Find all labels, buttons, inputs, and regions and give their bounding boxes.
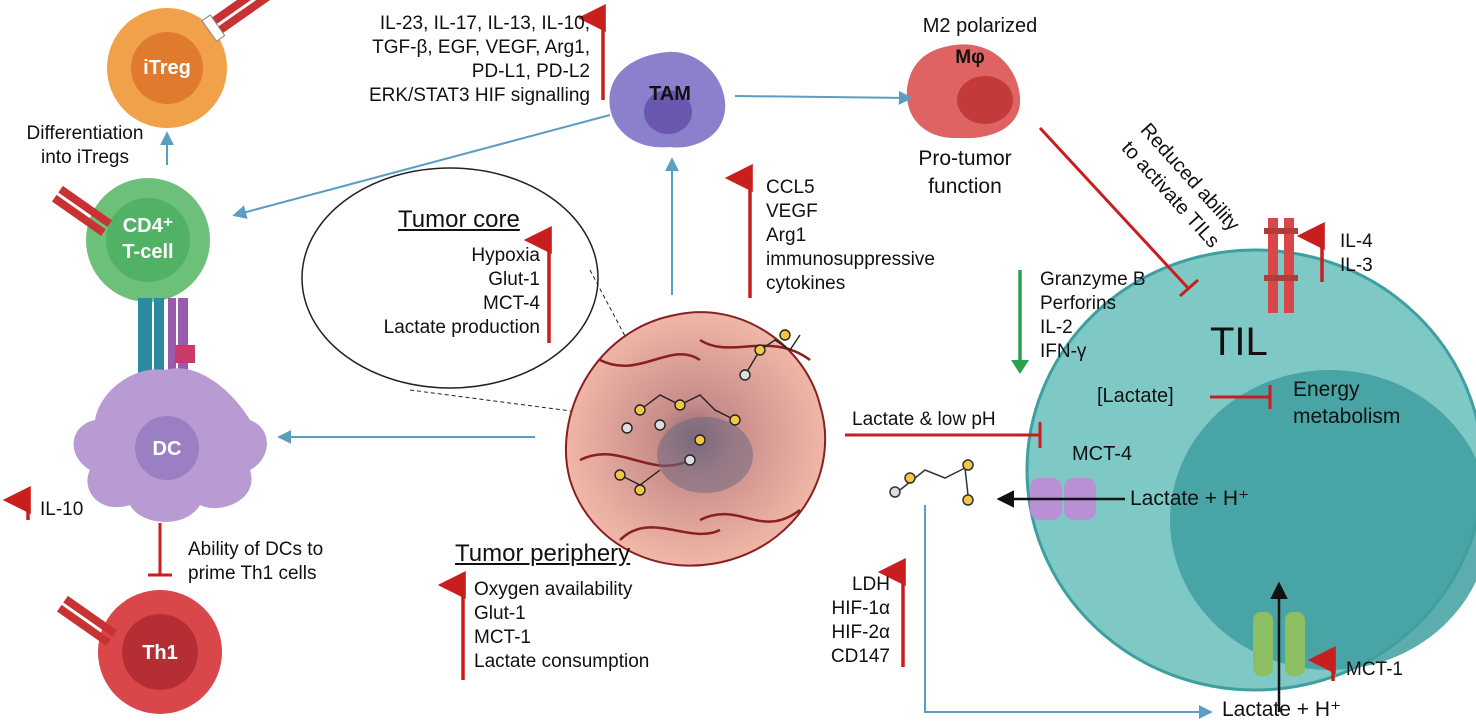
tumor-periphery-title: Tumor periphery	[455, 540, 631, 567]
effector-down: IFN-γ	[1040, 341, 1087, 362]
secreted-item: CCL5	[766, 177, 815, 198]
cd4-cell	[51, 178, 210, 302]
tumor-periphery-item: Lactate consumption	[474, 651, 650, 672]
pro-tumor-text: Pro-tumor function	[890, 145, 1040, 201]
cd4-label-line1: CD4⁺	[122, 215, 174, 237]
til-cytokines-up: IL-4 IL-3	[1340, 230, 1373, 278]
cytokine-up: IL-3	[1340, 255, 1373, 276]
cytokine-up: IL-4	[1340, 231, 1373, 252]
mct1-label: MCT-1	[1346, 659, 1403, 680]
cd4-label-line2: T-cell	[122, 241, 174, 263]
pro-tumor-line: Pro-tumor	[918, 147, 1012, 170]
energy-line: metabolism	[1293, 405, 1401, 428]
lactate-inhibit: [Lactate]	[1097, 385, 1174, 407]
tumor-core-callout	[301, 167, 599, 389]
dc-cell	[73, 368, 267, 522]
til-receptor	[1264, 218, 1298, 313]
tam-factor: ERK/STAT3 HIF signalling	[368, 85, 590, 106]
m2-label: Mφ	[955, 47, 985, 68]
lactate-h-in: Lactate + H⁺	[1130, 487, 1250, 510]
tumor-periphery-item: Glut-1	[474, 603, 526, 624]
blue-arrows	[160, 90, 1213, 719]
th1-label: Th1	[142, 642, 178, 664]
tam-label: TAM	[649, 83, 691, 105]
til-cell	[1025, 248, 1476, 692]
inhibition-lines	[148, 126, 1272, 577]
mct4-label: MCT-4	[1072, 443, 1132, 465]
dc-prime-text: Ability of DCs to prime Th1 cells	[188, 538, 323, 586]
tam-factors: IL-23, IL-17, IL-13, IL-10, TGF-β, EGF, …	[310, 12, 590, 108]
tumor-secreted: CCL5 VEGF Arg1 immunosuppressive cytokin…	[766, 176, 935, 296]
tumor-periphery-item: MCT-1	[474, 627, 531, 648]
tam-cell	[609, 51, 726, 148]
dc-label: DC	[152, 438, 182, 460]
m2-cell	[906, 44, 1021, 139]
tam-factor: IL-23, IL-17, IL-13, IL-10,	[379, 13, 590, 34]
effector-down: Perforins	[1040, 293, 1117, 314]
lactate-molecule	[889, 459, 974, 506]
tumor-periphery-list: Oxygen availability Glut-1 MCT-1 Lactate…	[474, 578, 649, 674]
m2-title: M2 polarized	[922, 15, 1038, 37]
enzyme: HIF-2α	[831, 622, 890, 643]
mct1-transporter	[1253, 612, 1305, 676]
secreted-item: cytokines	[766, 273, 846, 294]
tam-factor: PD-L1, PD-L2	[471, 61, 590, 82]
pro-tumor-line: function	[928, 175, 1002, 198]
tumor-enzymes: LDH HIF-1α HIF-2α CD147	[790, 573, 890, 669]
secreted-item: immunosuppressive	[766, 249, 935, 270]
differentiation-line: into iTregs	[41, 147, 129, 168]
itreg-label: iTreg	[143, 57, 191, 79]
th1-cell	[56, 590, 222, 714]
effector-down: Granzyme B	[1040, 269, 1146, 290]
energy-metabolism: Energy metabolism	[1293, 376, 1400, 430]
energy-line: Energy	[1293, 378, 1360, 401]
secreted-item: VEGF	[766, 201, 818, 222]
tumor-core-item: Glut-1	[488, 269, 540, 290]
tumor-periphery-item: Oxygen availability	[474, 579, 633, 600]
secreted-item: Arg1	[766, 225, 807, 246]
dc-prime-line: prime Th1 cells	[188, 563, 317, 584]
itreg-cell	[107, 0, 276, 128]
til-label: TIL	[1210, 320, 1268, 364]
dc-il10: IL-10	[40, 499, 84, 520]
tumor-lactate-molecules	[614, 329, 801, 496]
enzyme: LDH	[851, 574, 890, 595]
cd4-label: CD4⁺ T-cell	[98, 213, 198, 265]
lactate-low-ph: Lactate & low pH	[852, 409, 996, 430]
tumor-core-item: MCT-4	[483, 293, 540, 314]
effector-down: IL-2	[1040, 317, 1073, 338]
tumor-core-title: Tumor core	[398, 206, 520, 233]
tumor-core-list: Hypoxia Glut-1 MCT-4 Lactate production	[330, 244, 540, 340]
red-up-arrows	[2, 3, 1336, 681]
differentiation-text: Differentiation into iTregs	[5, 122, 165, 170]
tumor-core-item: Hypoxia	[471, 245, 540, 266]
enzyme: HIF-1α	[831, 598, 890, 619]
tumor-core-item: Lactate production	[383, 317, 540, 338]
tam-factor: TGF-β, EGF, VEGF, Arg1,	[372, 37, 590, 58]
dc-prime-line: Ability of DCs to	[188, 539, 324, 560]
lactate-h-out: Lactate + H⁺	[1222, 698, 1342, 721]
til-effectors-down: Granzyme B Perforins IL-2 IFN-γ	[1040, 268, 1146, 364]
enzyme: CD147	[830, 646, 890, 667]
differentiation-line: Differentiation	[26, 123, 144, 144]
